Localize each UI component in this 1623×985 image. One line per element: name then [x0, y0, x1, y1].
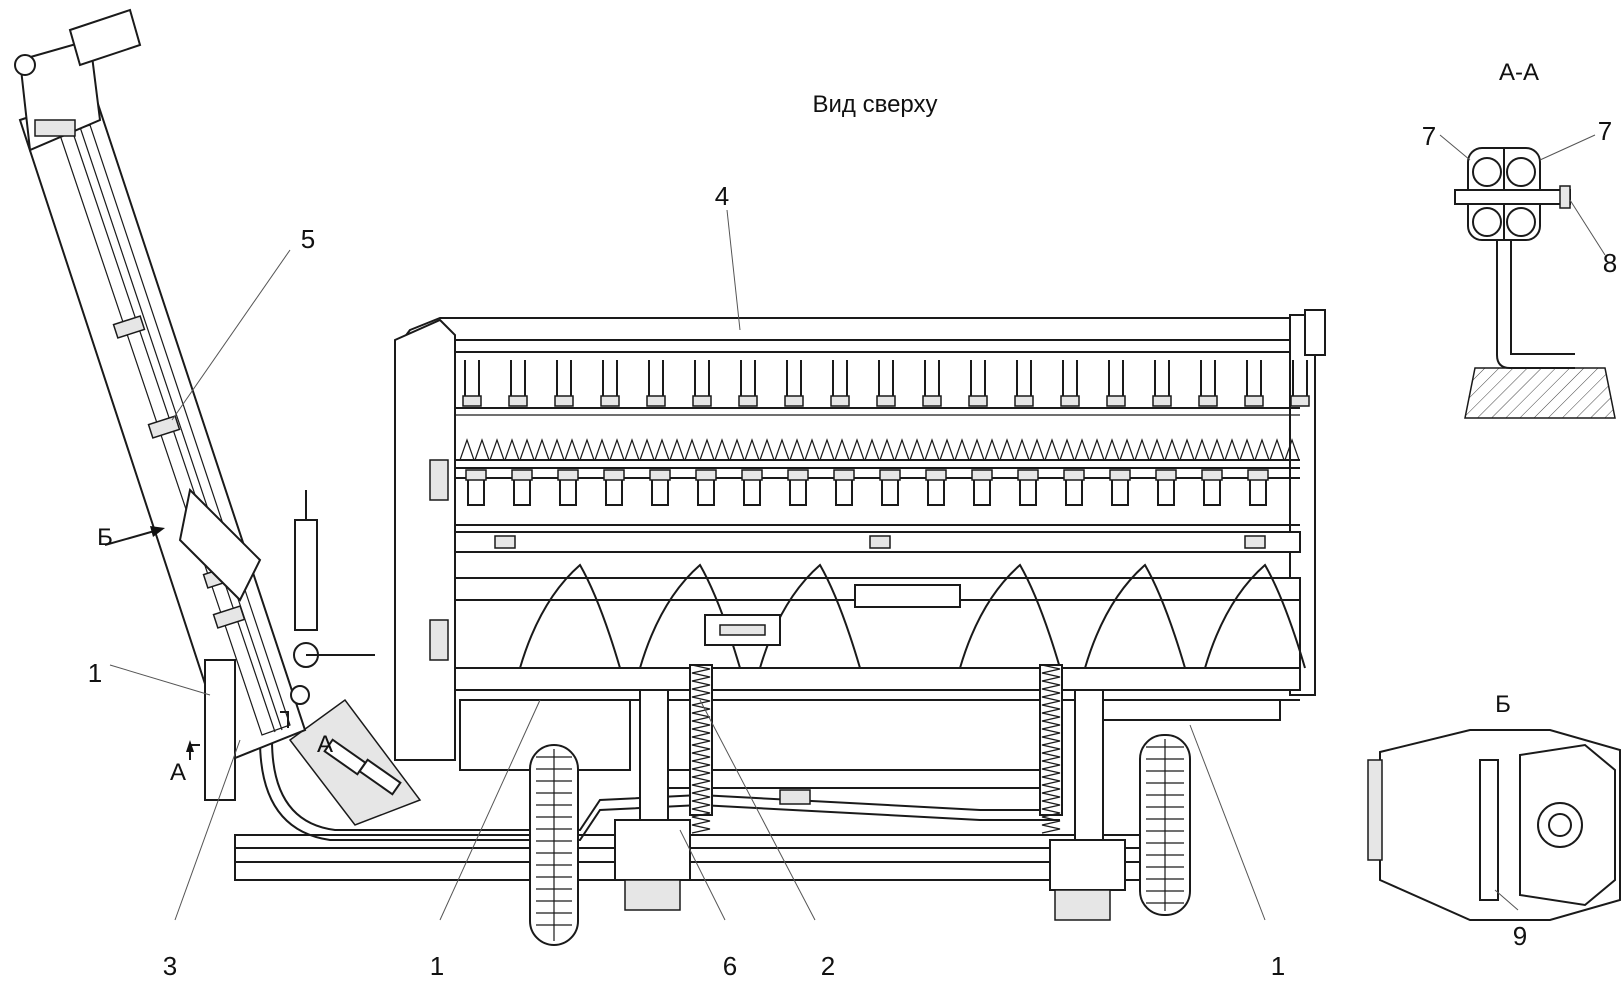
view-arrow-b — [104, 526, 165, 546]
callout-6: 6 — [723, 951, 737, 981]
drawbar — [14, 8, 375, 801]
section-marker-a — [186, 711, 289, 760]
spring-mechanism-left — [614, 664, 713, 911]
callout-9: 9 — [1513, 921, 1527, 951]
reel-tines-upper — [455, 360, 1310, 416]
section-b-title: Б — [1495, 691, 1511, 718]
view-title: Вид сверху — [813, 91, 938, 118]
callout-1-hitch: 1 — [88, 658, 102, 688]
section-marker-a2-label: А — [317, 731, 333, 758]
callout-1-bottom-right: 1 — [1271, 951, 1285, 981]
spring-mechanism-right — [1039, 664, 1126, 921]
callout-1-bottom-left: 1 — [430, 951, 444, 981]
callout-2: 2 — [821, 951, 835, 981]
section-aa-inset — [1439, 134, 1616, 419]
callout-7-right: 7 — [1598, 116, 1612, 146]
section-b-inset — [1367, 729, 1621, 921]
section-marker-a-label: А — [170, 759, 186, 786]
callout-7-left: 7 — [1422, 121, 1436, 151]
section-aa-title: А-А — [1499, 59, 1539, 86]
wheel-right — [1139, 734, 1191, 916]
view-marker-b-label: Б — [97, 524, 113, 551]
wheel-left — [529, 744, 579, 946]
callout-4: 4 — [715, 181, 729, 211]
header-body — [394, 309, 1326, 771]
reel-tines-lower — [455, 469, 1300, 526]
cutter-bar — [455, 438, 1300, 469]
callout-8: 8 — [1603, 248, 1617, 278]
callout-3: 3 — [163, 951, 177, 981]
callout-5: 5 — [301, 224, 315, 254]
leader-lines — [109, 209, 1266, 921]
